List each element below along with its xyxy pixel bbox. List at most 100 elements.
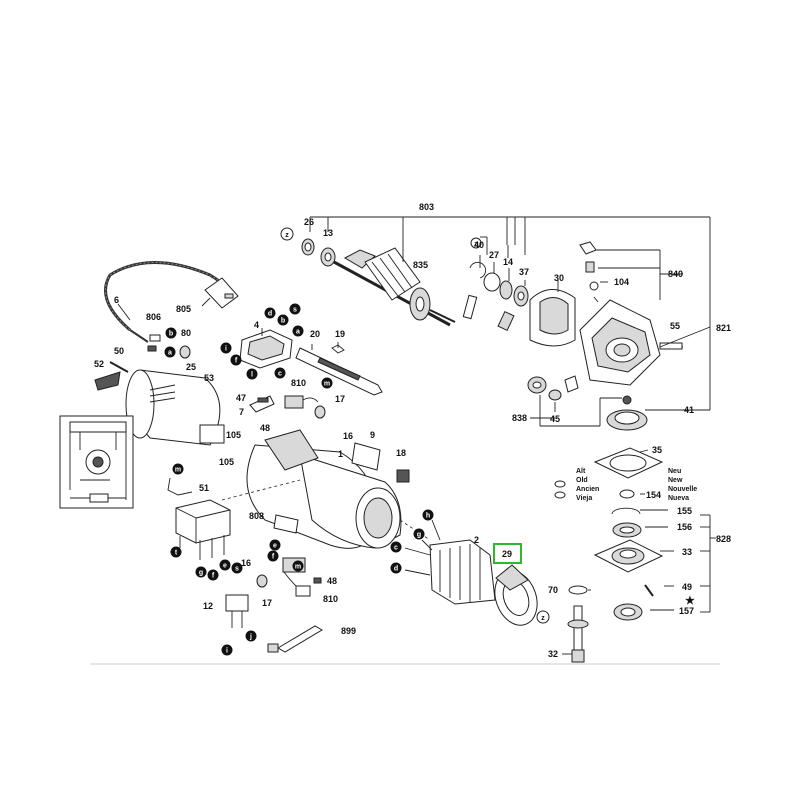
callout-840: 840 (668, 269, 683, 279)
bubble-e-lower: e (269, 539, 281, 551)
highlight-box-29[interactable] (493, 543, 522, 564)
bubble-d: d (390, 562, 402, 574)
legend-alt-line3: Ancien (576, 486, 599, 493)
callout-13: 13 (323, 228, 333, 238)
lower-brush-parts (256, 557, 322, 597)
bubble-f-lower: f (267, 550, 279, 562)
callout-53: 53 (204, 373, 214, 383)
callout-19: 19 (335, 329, 345, 339)
armature (333, 247, 456, 327)
label-808-part (273, 514, 299, 534)
callout-806: 806 (146, 312, 161, 322)
bubble-j-lower: j (245, 630, 257, 642)
svg-text:a: a (168, 350, 172, 357)
svg-text:a: a (296, 329, 300, 336)
bubble-t-51: t (170, 546, 182, 558)
callout-20: 20 (310, 329, 320, 339)
callout-80: 80 (181, 328, 191, 338)
field-winding (404, 519, 496, 605)
assembly-guides (221, 479, 431, 541)
callout-labels: 803 26 13 835 40 27 14 37 30 840 104 821… (94, 202, 731, 659)
callout-4: 4 (254, 320, 259, 330)
bubble-l-switch: l (246, 368, 258, 380)
callout-805: 805 (176, 304, 191, 314)
svg-text:f: f (272, 554, 275, 561)
callout-16-lower: 16 (241, 558, 251, 568)
legend-alt-line2: Old (576, 477, 588, 484)
bubble-e-51: e (219, 559, 231, 571)
callout-30: 30 (554, 273, 564, 283)
callout-157: 157 (679, 606, 694, 616)
legend-alt-line4: Vieja (576, 495, 592, 502)
legend-neu-line1: Neu (668, 468, 681, 475)
callout-810-lower: 810 (323, 594, 338, 604)
callout-156: 156 (677, 522, 692, 532)
bubble-g-51: g (195, 566, 207, 578)
bubble-h: h (422, 509, 434, 521)
svg-text:j: j (249, 634, 252, 641)
brush-holder-parts (249, 395, 326, 419)
callout-828: 828 (716, 534, 731, 544)
callout-835: 835 (413, 260, 428, 270)
callout-18: 18 (396, 448, 406, 458)
connection-bubbles: b a s b d a i f l c m m t g f e s e f m … (164, 303, 434, 656)
callout-17-lower: 17 (262, 598, 272, 608)
bubble-a-cord: a (164, 346, 176, 358)
star-marker: ★ (685, 595, 695, 607)
legend-neu-line2: New (668, 477, 683, 484)
callout-2: 2 (474, 535, 479, 545)
reference-bubble-z (280, 227, 294, 241)
bubble-i-switch: i (220, 342, 232, 354)
bubble-m-lower: m (292, 560, 304, 572)
callout-27: 27 (489, 250, 499, 260)
svg-text:s: s (293, 307, 297, 314)
bubble-m-upper: m (321, 377, 333, 389)
capacitor-12 (225, 594, 249, 628)
callout-9: 9 (370, 430, 375, 440)
bubble-b-cord: b (165, 327, 177, 339)
callout-26: 26 (304, 217, 314, 227)
suppressor-block (167, 477, 231, 560)
svg-text:d: d (268, 311, 272, 318)
callout-16-upper: 16 (343, 431, 353, 441)
gear-head-housing (579, 299, 711, 386)
callout-40: 40 (474, 240, 484, 250)
callout-104: 104 (614, 277, 629, 287)
callout-35: 35 (652, 445, 662, 455)
spindle-assembly (554, 447, 664, 663)
spindle-lock-parts (579, 241, 683, 303)
svg-text:l: l (251, 372, 253, 379)
callout-25: 25 (186, 362, 196, 372)
air-guide-ring: z (494, 564, 550, 626)
bubble-s: s (289, 303, 301, 315)
svg-text:t: t (175, 550, 178, 557)
bracket-828 (588, 493, 716, 613)
callout-12: 12 (203, 601, 213, 611)
bubble-i-lower: i (221, 644, 233, 656)
callout-37: 37 (519, 267, 529, 277)
svg-text:i: i (225, 346, 227, 353)
svg-text:f: f (235, 358, 238, 365)
bubble-a-switch: a (292, 325, 304, 337)
callout-29-highlighted[interactable]: 29 (502, 549, 512, 559)
grease-tube (267, 625, 323, 653)
callout-899: 899 (341, 626, 356, 636)
switch-assembly (239, 328, 293, 369)
callout-55: 55 (670, 321, 680, 331)
svg-text:s: s (235, 566, 239, 573)
callout-49: 49 (682, 582, 692, 592)
legend-neu-line4: Nueva (668, 495, 689, 502)
callout-47: 47 (236, 393, 246, 403)
svg-text:d: d (394, 566, 398, 573)
callout-7: 7 (239, 407, 244, 417)
bubble-c: c (390, 541, 402, 553)
svg-text:g: g (417, 532, 421, 539)
callout-1: 1 (338, 449, 343, 459)
power-cord (104, 261, 239, 359)
armature-assembly: z (280, 216, 711, 410)
callout-50: 50 (114, 346, 124, 356)
gear-housing-cover (529, 280, 576, 347)
svg-text:z: z (474, 241, 478, 248)
